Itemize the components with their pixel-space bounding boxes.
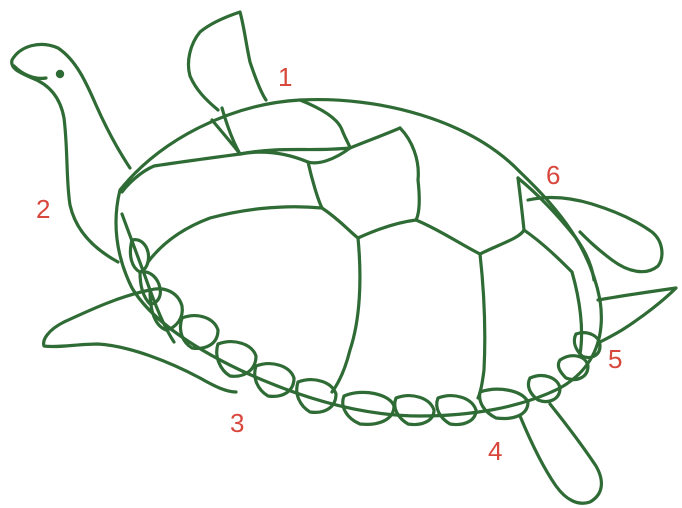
- scute-line: [240, 152, 308, 162]
- label-5: 5: [608, 344, 622, 374]
- rear-flipper-top: [528, 197, 662, 271]
- scute-line: [212, 120, 400, 154]
- scute-line: [122, 154, 240, 192]
- label-2: 2: [36, 194, 50, 224]
- front-flipper-left: [44, 290, 236, 392]
- marginal-scute: [180, 316, 218, 349]
- label-4: 4: [488, 436, 502, 466]
- scute-line: [478, 254, 485, 398]
- marginal-scute: [437, 396, 476, 425]
- marginal-scute: [217, 342, 256, 377]
- scute-line: [308, 148, 416, 238]
- label-1: 1: [278, 62, 292, 92]
- front-flipper-top: [188, 12, 266, 110]
- scute-line: [400, 128, 524, 254]
- scute-line: [122, 214, 174, 342]
- tail: [598, 288, 676, 342]
- rear-flipper-bottom: [520, 404, 601, 503]
- scute-line: [300, 100, 350, 148]
- scute-line: [524, 230, 582, 354]
- scute-line: [518, 178, 594, 280]
- scute-line: [332, 238, 360, 392]
- turtle-eye: [57, 71, 62, 76]
- label-3: 3: [230, 408, 244, 438]
- scute-line: [148, 207, 322, 262]
- label-6: 6: [546, 160, 560, 190]
- marginal-scute: [395, 396, 434, 425]
